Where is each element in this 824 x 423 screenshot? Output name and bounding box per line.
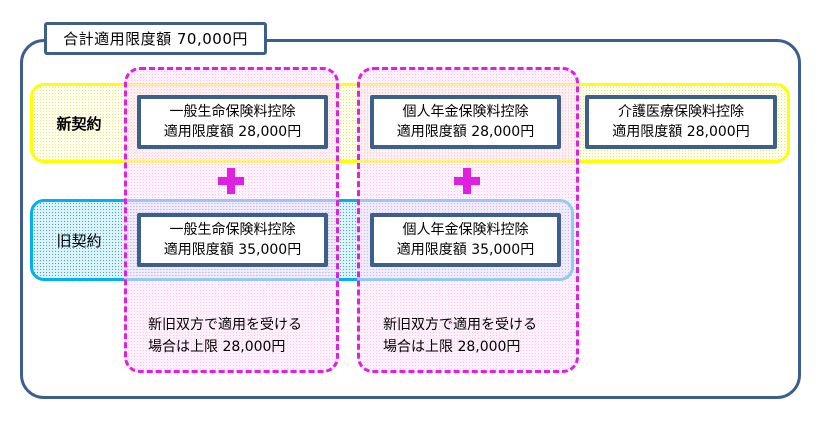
plus-icon	[218, 168, 244, 194]
deduction-name: 一般生命保険料控除	[169, 222, 296, 238]
total-limit-text: 合計適用限度額 70,000円	[63, 30, 248, 48]
new-general-life-box: 一般生命保険料控除 適用限度額 28,000円	[137, 95, 328, 149]
plus-icon	[454, 168, 480, 194]
old-general-life-box: 一般生命保険料控除 適用限度額 35,000円	[137, 213, 328, 267]
note-line: 新旧双方で適用を受ける	[148, 317, 302, 333]
total-limit-label: 合計適用限度額 70,000円	[44, 22, 267, 55]
deduction-name: 一般生命保険料控除	[169, 104, 296, 120]
new-pension-box: 個人年金保険料控除 適用限度額 28,000円	[370, 95, 561, 149]
new-contract-label: 新契約	[56, 114, 102, 133]
deduction-limit: 適用限度額 35,000円	[396, 242, 535, 258]
combined-limit-note: 新旧双方で適用を受ける 場合は上限 28,000円	[148, 314, 302, 358]
deduction-name: 個人年金保険料控除	[402, 222, 529, 238]
deduction-limit: 適用限度額 28,000円	[612, 124, 750, 140]
note-line: 場合は上限 28,000円	[383, 339, 521, 355]
total-limit-frame	[20, 39, 801, 399]
note-line: 場合は上限 28,000円	[148, 339, 286, 355]
deduction-limit: 適用限度額 28,000円	[396, 124, 535, 140]
old-pension-box: 個人年金保険料控除 適用限度額 35,000円	[370, 213, 561, 267]
deduction-name: 個人年金保険料控除	[402, 104, 529, 120]
combined-limit-note: 新旧双方で適用を受ける 場合は上限 28,000円	[383, 314, 537, 358]
note-line: 新旧双方で適用を受ける	[383, 317, 537, 333]
new-nursing-medical-box: 介護医療保険料控除 適用限度額 28,000円	[585, 95, 777, 149]
deduction-name: 介護医療保険料控除	[618, 104, 744, 120]
deduction-limit: 適用限度額 28,000円	[163, 124, 302, 140]
old-contract-label: 旧契約	[56, 231, 102, 250]
deduction-limit: 適用限度額 35,000円	[163, 242, 302, 258]
